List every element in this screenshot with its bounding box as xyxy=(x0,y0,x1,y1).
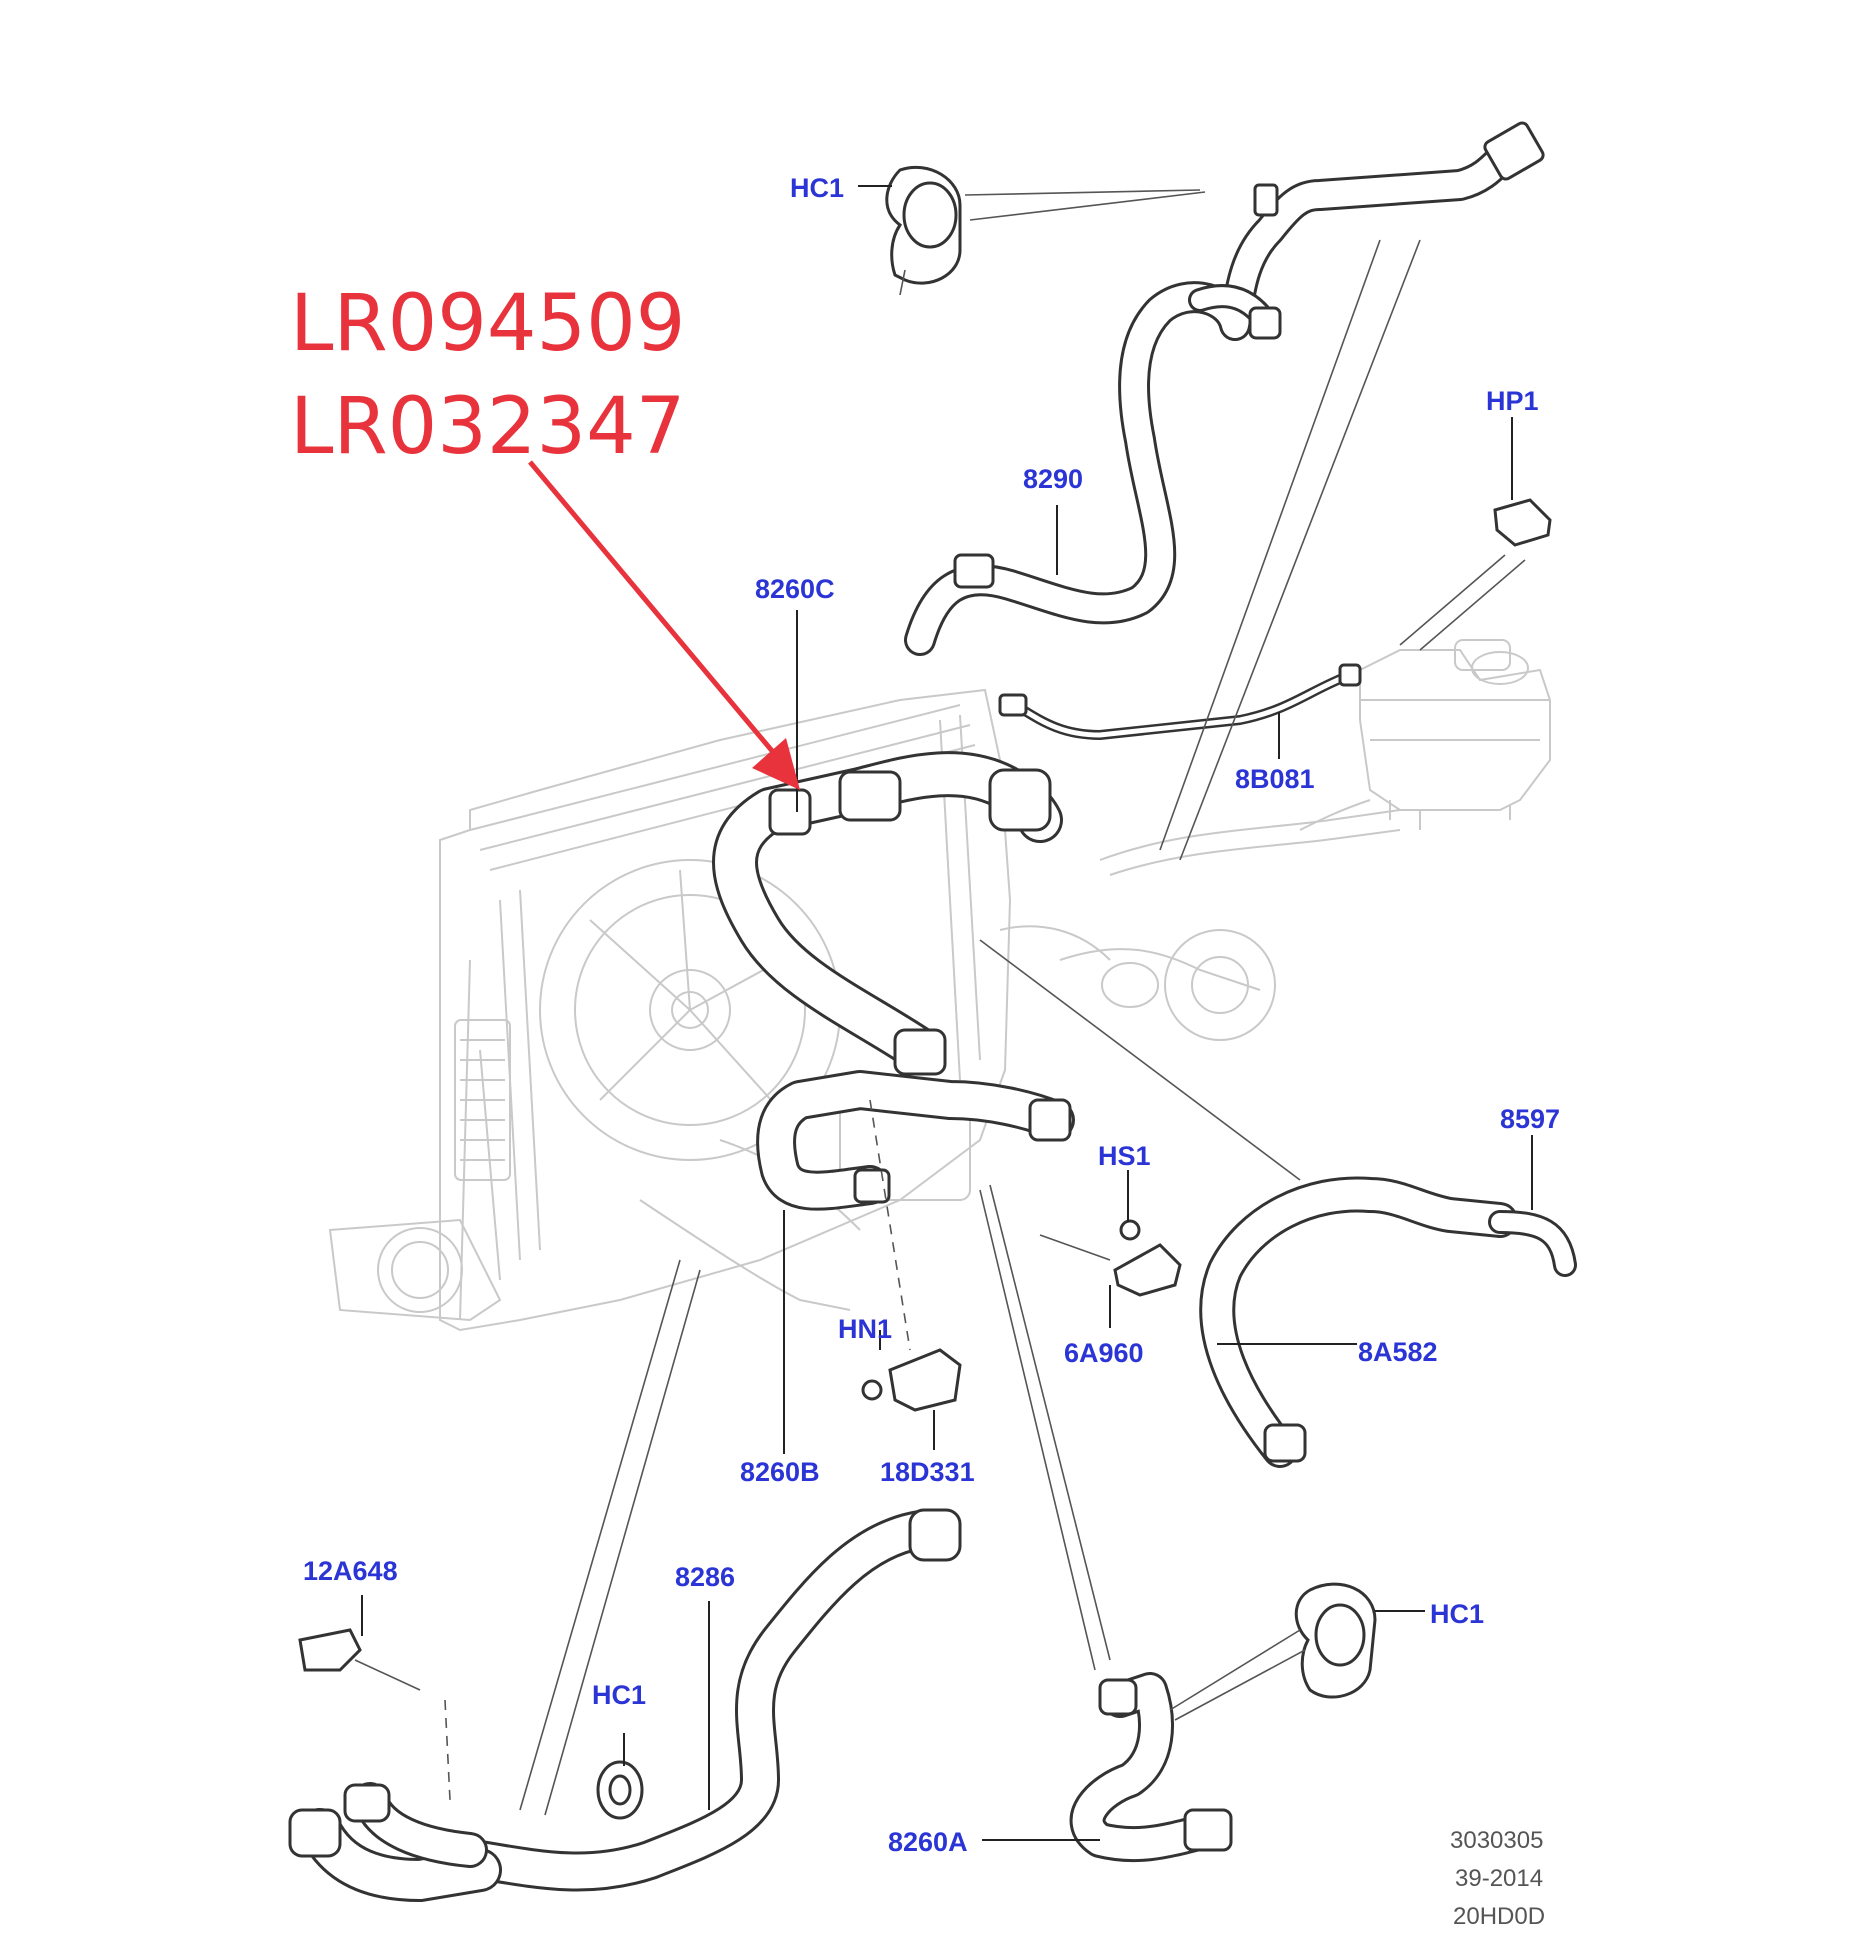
diagram-reference: 3030305 39-2014 20HD0D xyxy=(1450,1827,1545,1930)
hose-8597 xyxy=(1488,1210,1577,1277)
hose-8a582 xyxy=(1199,1176,1518,1468)
manifold-12a648 xyxy=(288,1628,502,1902)
label-8b081: 8B081 xyxy=(1235,764,1315,794)
label-18d331: 18D331 xyxy=(880,1457,975,1487)
callout-arrow-shaft xyxy=(528,460,780,760)
label-hn1: HN1 xyxy=(838,1314,892,1344)
bracket-18d331 xyxy=(861,1348,962,1412)
hose-8260b xyxy=(756,1070,1075,1211)
label-hs1: HS1 xyxy=(1098,1141,1151,1171)
hose-clamp-hc1-top xyxy=(885,165,962,296)
hose-8260a xyxy=(1069,1672,1233,1863)
reference-line-3: 20HD0D xyxy=(1453,1903,1545,1930)
bracket-6a960 xyxy=(1113,1219,1182,1297)
part-number-callout: LR094509 LR032347 xyxy=(290,279,800,790)
label-8286: 8286 xyxy=(675,1562,735,1592)
label-12a648: 12A648 xyxy=(303,1556,398,1586)
label-8260a: 8260A xyxy=(888,1827,968,1857)
part-number-2: LR032347 xyxy=(290,382,685,472)
hose-8286 xyxy=(460,1508,962,1892)
hose-clamp-hc1-right xyxy=(1294,1582,1377,1699)
hose-8290 xyxy=(904,121,1545,656)
leader-lines xyxy=(361,185,1533,1841)
label-6a960: 6A960 xyxy=(1064,1338,1144,1368)
hose-8260c xyxy=(712,751,1063,1076)
callout-arrow-head xyxy=(752,738,800,790)
part-labels: HC1 8290 HP1 8260C 8B081 8597 HS1 6A960 … xyxy=(303,173,1560,1857)
label-hc1-top: HC1 xyxy=(790,173,844,203)
pipe-8b081 xyxy=(998,663,1362,740)
label-8260c: 8260C xyxy=(755,574,835,604)
label-hp1: HP1 xyxy=(1486,386,1539,416)
expansion-tank xyxy=(1299,639,1551,831)
label-hc1-right: HC1 xyxy=(1430,1599,1484,1629)
reference-line-2: 39-2014 xyxy=(1455,1865,1543,1892)
label-8290: 8290 xyxy=(1023,464,1083,494)
label-8597: 8597 xyxy=(1500,1104,1560,1134)
reference-line-1: 3030305 xyxy=(1450,1827,1543,1854)
hose-clip-hp1 xyxy=(1493,498,1552,547)
label-8260b: 8260B xyxy=(740,1457,820,1487)
part-number-1: LR094509 xyxy=(290,279,685,369)
label-8a582: 8A582 xyxy=(1358,1337,1438,1367)
hose-clamp-hc1-bottom xyxy=(596,1760,644,1820)
label-hc1-bottom: HC1 xyxy=(592,1680,646,1710)
